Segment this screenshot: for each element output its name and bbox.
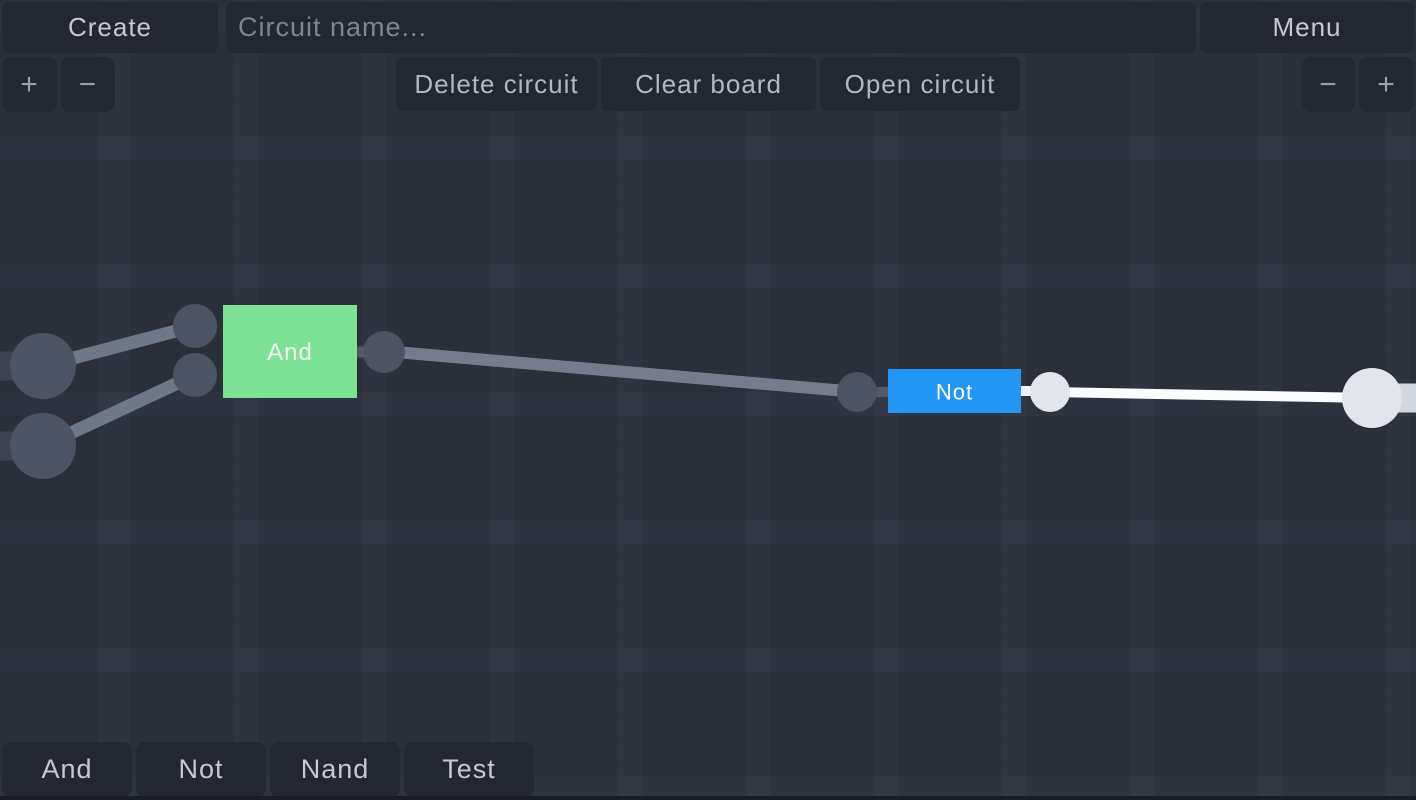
bottom-edge-strip [0, 796, 1416, 800]
input-node-2[interactable] [10, 413, 76, 479]
wire-and-not [383, 345, 858, 398]
zoom-out-button-left[interactable]: − [61, 57, 115, 112]
zoom-in-button-right[interactable]: + [1359, 57, 1414, 112]
palette-item-test[interactable]: Test [404, 742, 534, 797]
create-button[interactable]: Create [2, 2, 218, 53]
palette-item-and[interactable]: And [2, 742, 132, 797]
zoom-out-button-right[interactable]: − [1302, 57, 1355, 112]
not-gate-label: Not [936, 380, 973, 405]
and-gate-label: And [267, 339, 313, 366]
clear-board-button[interactable]: Clear board [601, 57, 816, 111]
zoom-in-button-left[interactable]: + [2, 57, 57, 112]
palette-item-nand[interactable]: Nand [270, 742, 400, 797]
and-input-pin-2[interactable] [173, 353, 217, 397]
and-gate[interactable] [223, 305, 357, 398]
and-output-pin[interactable] [363, 331, 405, 373]
input-node-1[interactable] [10, 333, 76, 399]
menu-button[interactable]: Menu [1200, 2, 1414, 53]
not-output-pin[interactable] [1030, 372, 1070, 412]
not-gate[interactable] [888, 369, 1021, 413]
not-input-pin[interactable] [837, 372, 877, 412]
output-node[interactable] [1342, 368, 1402, 428]
palette-item-not[interactable]: Not [136, 742, 266, 797]
delete-circuit-button[interactable]: Delete circuit [396, 57, 597, 111]
open-circuit-button[interactable]: Open circuit [820, 57, 1020, 111]
circuit-name-input[interactable] [226, 2, 1196, 53]
wire-not-output [1049, 387, 1373, 403]
and-input-pin-1[interactable] [173, 304, 217, 348]
